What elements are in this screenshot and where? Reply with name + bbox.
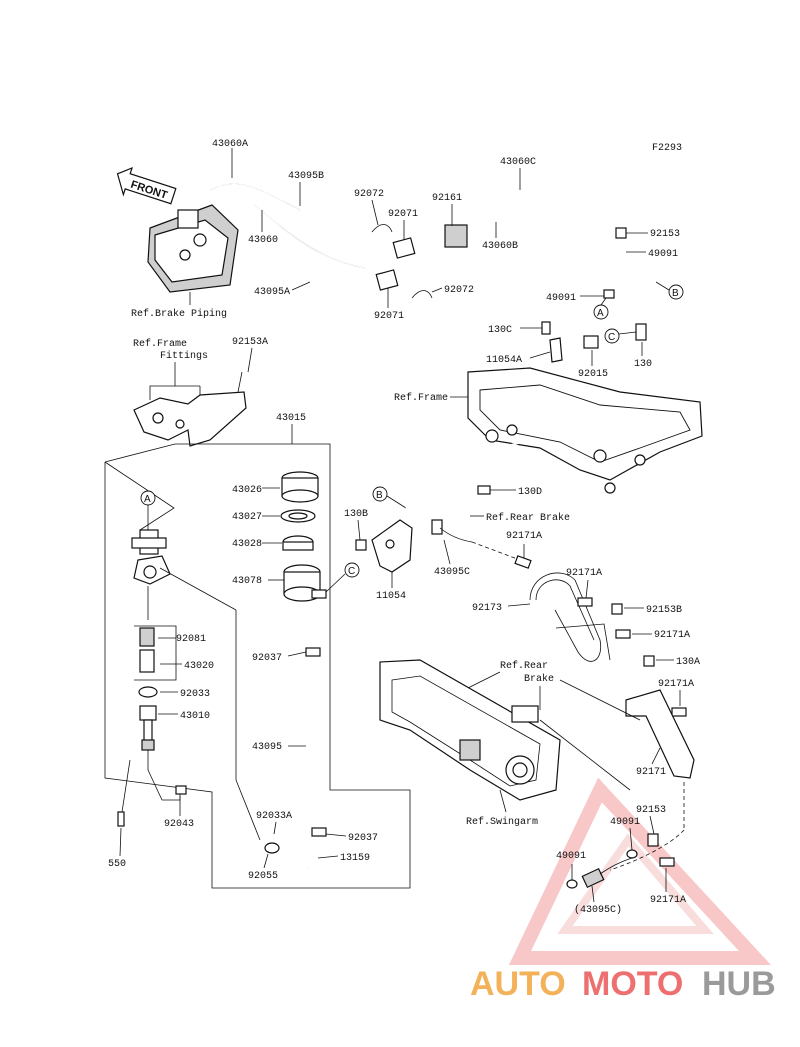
label-92173: 92173 [472,603,502,614]
label-92153B: 92153B [646,605,682,616]
label-92171: 92171 [636,767,666,778]
label-43060C: 43060C [500,157,536,168]
label-130A: 130A [676,657,700,668]
marker-b-top: B [655,281,684,300]
frame-section [467,367,703,494]
label-92072-bot: 92072 [444,285,474,296]
label-43028: 43028 [232,539,262,550]
label-92161: 92161 [432,193,462,204]
label-49091-mid: 49091 [546,293,576,304]
svg-text:C: C [608,332,615,343]
label-43095A: 43095A [254,287,290,298]
label-92037-bot: 92037 [348,833,378,844]
label-43078: 43078 [232,576,262,587]
label-43095B: 43095B [288,171,324,182]
svg-text:B: B [672,288,679,299]
label-43095: 43095 [252,742,282,753]
abs-hydraulic-unit [147,204,239,305]
label-92037-top: 92037 [252,653,282,664]
master-cylinder-kit-box [104,443,411,889]
ref-rear-brake-line2: Brake [524,673,554,685]
label-43060: 43060 [248,235,278,246]
watermark-part2: MOTO [582,965,683,1003]
label-43095C: 43095C [434,567,470,578]
svg-text:B: B [376,490,383,501]
label-13159: 13159 [340,853,370,864]
hose-43095C [431,519,521,561]
label-43095C-paren: (43095C) [574,904,622,916]
marker-c-top: C [604,328,637,344]
label-92071-bot: 92071 [374,311,404,322]
svg-text:C: C [348,566,355,577]
label-43027: 43027 [232,512,262,523]
reservoir-cap-43026 [281,471,319,503]
diagram-code: F2293 [652,143,682,154]
label-92072-top: 92072 [354,189,384,200]
label-49091-bot2: 49091 [556,851,586,862]
marker-a-top: A [593,297,609,320]
label-11054: 11054 [376,591,406,602]
label-92081: 92081 [176,634,206,645]
svg-text:A: A [597,308,604,319]
bracket-92173 [529,572,611,662]
label-130: 130 [634,359,652,370]
brake-hoses-top [209,183,661,299]
label-92153-top: 92153 [650,229,680,240]
reservoir-hose-43095 [299,647,327,870]
hose-43095C-detail [581,857,633,889]
ref-rear-brake-top: Ref.Rear Brake [486,512,570,524]
label-92033: 92033 [180,689,210,700]
label-49091-top: 49091 [648,249,678,260]
label-130B: 130B [344,509,368,520]
marker-b-mid: B [372,486,407,509]
label-92171A-2: 92171A [566,568,602,579]
diaphragm-43028 [282,535,314,551]
watermark-part3: HUB [702,965,776,1003]
label-92171A-5: 92171A [650,895,686,906]
label-43026: 43026 [232,485,262,496]
ref-rear-brake-line1: Ref.Rear [500,660,548,672]
label-43015: 43015 [276,413,306,424]
label-92153-bot: 92153 [636,805,666,816]
svg-text:A: A [144,494,151,505]
bracket-92171 [559,679,695,779]
plate-43027 [280,509,316,523]
label-92015: 92015 [578,369,608,380]
watermark-part1: AUTO [470,965,566,1003]
label-43060B: 43060B [482,241,518,252]
label-92171A-1: 92171A [506,531,542,542]
label-92033A: 92033A [256,811,292,822]
label-11054A: 11054A [486,355,522,366]
frame-fitting-bracket [133,371,247,447]
label-43060A: 43060A [212,139,248,150]
label-92071-top: 92071 [388,209,418,220]
front-direction-arrow: FRONT [116,166,177,205]
piston-kit-box [134,625,177,681]
ref-frame-fittings-line1: Ref.Frame [133,338,187,350]
ref-frame-fittings-line2: Fittings [160,350,208,362]
pushrod-43010 [139,705,157,751]
swingarm [379,659,631,813]
reservoir-43078 [283,564,327,602]
ref-swingarm: Ref.Swingarm [466,816,538,828]
ref-frame: Ref.Frame [394,392,448,404]
label-43020: 43020 [184,661,214,672]
label-43010: 43010 [180,711,210,722]
master-cylinder-body: A [131,490,261,841]
label-92153A: 92153A [232,337,268,348]
label-92171A-4: 92171A [658,679,694,690]
marker-c-reservoir: C [325,562,360,593]
watermark-logo: AUTO MOTO HUB [470,777,776,1003]
label-130D: 130D [518,487,542,498]
label-550: 550 [108,859,126,870]
label-49091-bot1: 49091 [610,817,640,828]
label-130C: 130C [488,325,512,336]
bracket-11054 [371,519,413,573]
label-92043: 92043 [164,819,194,830]
label-92055: 92055 [248,871,278,882]
label-92171A-3: 92171A [654,630,690,641]
ref-brake-piping: Ref.Brake Piping [131,308,227,320]
